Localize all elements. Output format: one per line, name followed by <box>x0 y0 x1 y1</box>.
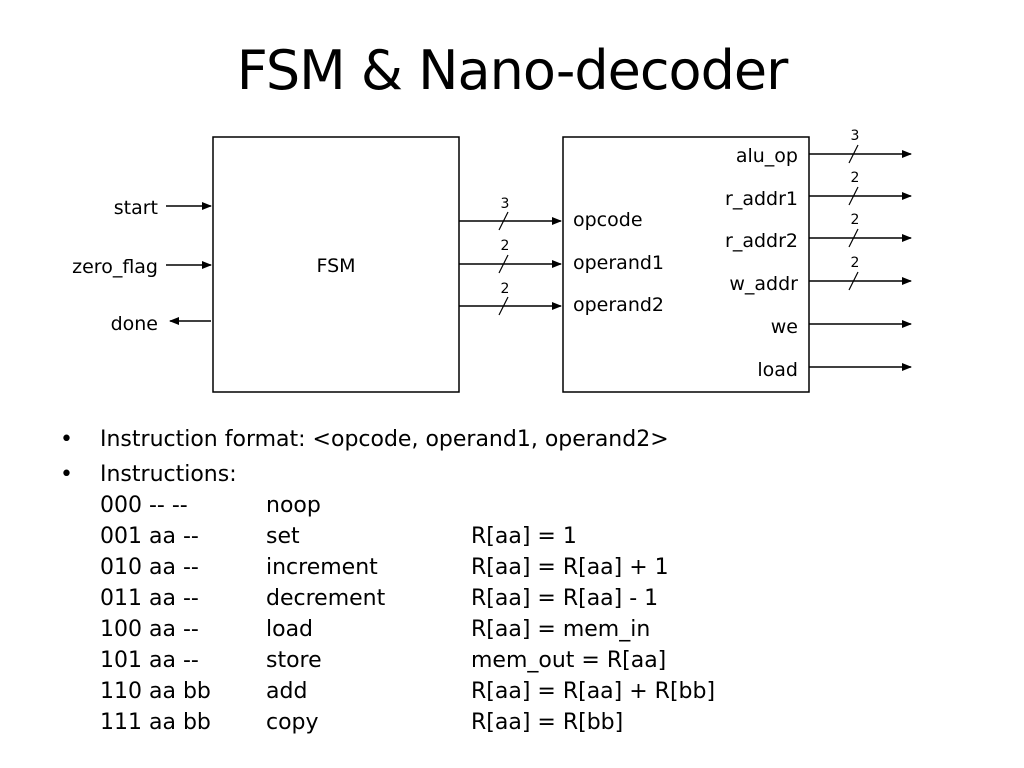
instruction-effect: R[aa] = 1 <box>471 524 577 549</box>
instruction-code: 000 -- -- <box>100 493 188 518</box>
decoder-output-w-addr: w_addr <box>729 273 798 295</box>
r-addr2-width: 2 <box>851 212 860 228</box>
instruction-name: noop <box>266 493 321 518</box>
bus-opcode-slash <box>498 211 509 231</box>
bullet-dot: • <box>60 427 73 452</box>
instruction-code: 111 aa bb <box>100 710 211 735</box>
slide-title: FSM & Nano-decoder <box>236 39 789 102</box>
instruction-effect: R[aa] = R[aa] + 1 <box>471 555 669 580</box>
fsm-input-start-label: start <box>114 197 158 219</box>
instruction-row: 011 aa -- decrement R[aa] = R[aa] - 1 <box>100 583 715 614</box>
instruction-effect: R[aa] = R[bb] <box>471 710 624 735</box>
instruction-format-text: Instruction format: <opcode, operand1, o… <box>100 427 669 452</box>
instruction-effect <box>471 490 715 521</box>
instruction-code: 101 aa -- <box>100 648 199 673</box>
instruction-code: 001 aa -- <box>100 524 199 549</box>
bus-operand1-slash <box>498 254 509 274</box>
w-addr-width: 2 <box>851 255 860 271</box>
instruction-row: 101 aa -- store mem_out = R[aa] <box>100 645 715 676</box>
instruction-row: 111 aa bb copy R[aa] = R[bb] <box>100 707 715 738</box>
bullet-list: • Instruction format: <opcode, operand1,… <box>60 424 715 742</box>
instruction-row: 000 -- -- noop <box>100 490 715 521</box>
bullet-instructions: • Instructions: 000 -- -- noop 001 aa -- se… <box>60 459 715 738</box>
instruction-name: add <box>266 679 308 704</box>
bullet-instruction-format: • Instruction format: <opcode, operand1,… <box>60 424 715 455</box>
r-addr1-slash <box>848 186 859 206</box>
instruction-row: 100 aa -- load R[aa] = mem_in <box>100 614 715 645</box>
instruction-name: store <box>266 648 322 673</box>
decoder-output-r-addr1: r_addr1 <box>725 188 798 210</box>
block-diagram: FSM start zero_flag done 3 2 2 opcode op… <box>72 128 912 393</box>
bus-opcode-width: 3 <box>501 196 510 212</box>
decoder-output-r-addr2: r_addr2 <box>725 230 798 252</box>
decoder-input-operand1: operand1 <box>573 252 664 274</box>
instruction-name: increment <box>266 555 378 580</box>
instruction-table: 000 -- -- noop 001 aa -- set R[aa] = 1 010 aa… <box>100 490 715 738</box>
instruction-code: 010 aa -- <box>100 555 199 580</box>
instruction-name: decrement <box>266 586 386 611</box>
w-addr-slash <box>848 271 859 291</box>
decoder-box <box>562 136 810 393</box>
instructions-heading: Instructions: <box>100 462 237 487</box>
decoder-output-we: we <box>771 316 798 338</box>
decoder-input-opcode: opcode <box>573 209 643 231</box>
instruction-code: 100 aa -- <box>100 617 199 642</box>
r-addr2-slash <box>848 228 859 248</box>
fsm-input-zero-flag-label: zero_flag <box>72 256 158 278</box>
instruction-effect: R[aa] = mem_in <box>471 617 651 642</box>
instruction-name: set <box>266 524 300 549</box>
instruction-name: load <box>266 617 314 642</box>
instruction-effect: mem_out = R[aa] <box>471 648 667 673</box>
bus-operand2-width: 2 <box>501 281 510 297</box>
bus-operand1-width: 2 <box>501 238 510 254</box>
instruction-code: 011 aa -- <box>100 586 199 611</box>
bullet-dot: • <box>60 462 73 487</box>
alu-op-slash <box>848 144 859 164</box>
instruction-effect: R[aa] = R[aa] - 1 <box>471 586 659 611</box>
bus-operand2-slash <box>498 296 509 316</box>
instruction-row: 010 aa -- increment R[aa] = R[aa] + 1 <box>100 552 715 583</box>
fsm-label: FSM <box>316 255 355 277</box>
decoder-output-load: load <box>757 359 798 381</box>
fsm-output-done-label: done <box>111 313 158 335</box>
decoder-output-alu-op: alu_op <box>736 145 798 167</box>
instruction-row: 110 aa bb add R[aa] = R[aa] + R[bb] <box>100 676 715 707</box>
decoder-input-operand2: operand2 <box>573 294 664 316</box>
r-addr1-width: 2 <box>851 170 860 186</box>
instruction-effect: R[aa] = R[aa] + R[bb] <box>471 679 716 704</box>
instruction-row: 001 aa -- set R[aa] = 1 <box>100 521 715 552</box>
instruction-code: 110 aa bb <box>100 679 211 704</box>
alu-op-width: 3 <box>851 128 860 144</box>
instruction-name: copy <box>266 710 319 735</box>
